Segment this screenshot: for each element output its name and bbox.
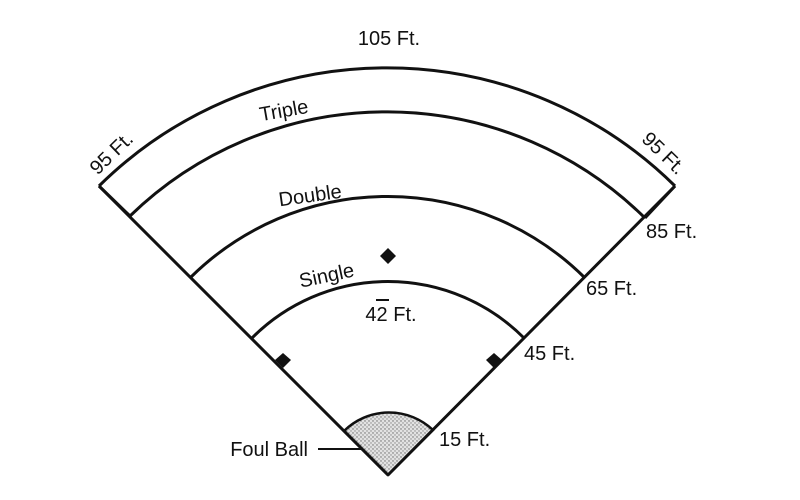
double-arc (189, 194, 587, 280)
label-95ft-right: 95 Ft. (637, 128, 689, 179)
single-arc (250, 280, 526, 340)
label-105ft: 105 Ft. (358, 28, 420, 50)
foul-ball-label: Foul Ball (230, 439, 308, 461)
left-end-line (97, 184, 132, 218)
label-15ft: 15 Ft. (439, 429, 490, 451)
base-marker-icon (486, 353, 502, 368)
triple-arc (128, 110, 647, 220)
label-42ft: 42 Ft. (365, 304, 416, 326)
label-45ft: 45 Ft. (524, 343, 575, 365)
outer-fence-arc (97, 66, 677, 188)
zone-single-label: Single (297, 260, 356, 293)
zone-double-label: Double (277, 181, 343, 212)
left-foul-line (97, 184, 390, 477)
label-85ft: 85 Ft. (646, 221, 697, 243)
label-95ft-left: 95 Ft. (86, 128, 138, 179)
base-marker-icon (380, 248, 396, 264)
foul-ball-area (342, 411, 435, 477)
label-65ft: 65 Ft. (586, 278, 637, 300)
right-end-line (643, 184, 677, 220)
right-foul-line (386, 184, 677, 477)
base-marker-icon (275, 353, 291, 368)
